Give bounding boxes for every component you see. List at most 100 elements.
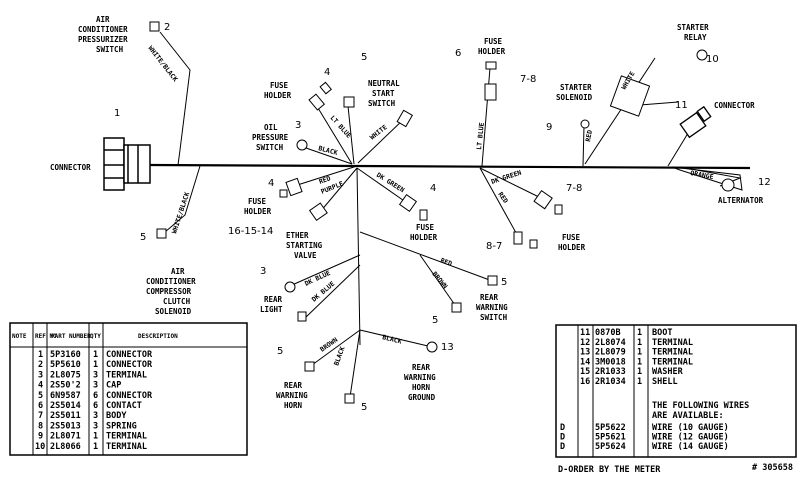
svg-text:WARNING: WARNING [276, 391, 308, 400]
svg-text:FUSE: FUSE [416, 223, 435, 232]
svg-text:5: 5 [432, 315, 438, 326]
svg-text:PRESSURIZER: PRESSURIZER [78, 35, 128, 44]
parts-table-left-headers: NOTE REF NO PART NUMBER QTY DESCRIPTION [12, 333, 178, 340]
svg-text:AIR: AIR [171, 267, 185, 276]
parts-table-left [9, 322, 248, 456]
svg-text:12: 12 [758, 177, 771, 188]
table-cell-part: 0870B [595, 328, 621, 338]
table-cell-note: D [560, 433, 565, 443]
svg-text:REAR: REAR [412, 363, 431, 372]
svg-text:SWITCH: SWITCH [368, 99, 396, 108]
svg-text:5: 5 [140, 232, 146, 243]
svg-text:3: 3 [295, 120, 301, 131]
svg-text:REAR: REAR [480, 293, 499, 302]
svg-text:ARE AVAILABLE:: ARE AVAILABLE: [652, 411, 724, 421]
svg-text:SWITCH: SWITCH [96, 45, 124, 54]
fuse-holder-oil-shape [308, 81, 332, 111]
table-cell-desc: WASHER [652, 367, 684, 377]
alternator-shape [721, 178, 735, 192]
connector-11-shape [679, 105, 712, 139]
wire-dk-green-right: DK GREEN [490, 169, 522, 186]
svg-text:SOLENOID: SOLENOID [556, 93, 593, 102]
table-cell-desc: TERMINAL [652, 338, 693, 348]
fuse-holder-mid-shape [398, 193, 428, 221]
table-cell-desc: TERMINAL [652, 357, 693, 367]
wire-orange: ORANGE [690, 169, 715, 181]
table-cell-ref: 14 [580, 357, 590, 367]
neutral-switch-right-shape [396, 109, 414, 128]
table-cell-part: 5P3160 [50, 350, 81, 360]
ether-starting-valve-label: ETHER STARTING VALVE 16-15-14 [228, 226, 323, 260]
svg-text:CONNECTOR: CONNECTOR [714, 101, 755, 110]
drawing-number: # 305658 [752, 463, 793, 473]
svg-text:5: 5 [361, 52, 367, 63]
rear-light-shape [284, 281, 296, 293]
svg-text:STARTER: STARTER [560, 83, 592, 92]
table-cell-qty: 6 [93, 391, 98, 401]
table-cell-ref: 5 [38, 391, 43, 401]
svg-text:COMPRESSOR: COMPRESSOR [146, 287, 192, 296]
table-cell-qty: 3 [93, 370, 98, 380]
table-cell-desc: CONTACT [106, 401, 142, 411]
wire-black-mid: BLACK [317, 144, 338, 157]
svg-text:RELAY: RELAY [684, 33, 707, 42]
table-cell-qty: 1 [637, 367, 642, 377]
fuse-holder-oil-label: FUSE HOLDER 4 [264, 67, 330, 100]
table-cell-qty: 3 [93, 421, 98, 431]
alternator-label: ALTERNATOR 12 [718, 177, 771, 205]
table-cell-ref: 13 [580, 348, 590, 358]
svg-text:10: 10 [706, 54, 719, 65]
svg-text:ETHER: ETHER [286, 231, 309, 240]
table-cell-part: 2R1033 [595, 367, 626, 377]
wire-red-right: RED [496, 191, 509, 205]
svg-text:LIGHT: LIGHT [260, 305, 283, 314]
svg-text:FUSE: FUSE [484, 37, 503, 46]
table-cell-ref: 2 [38, 360, 43, 370]
svg-text:6: 6 [455, 48, 461, 59]
table-cell-ref: 3 [38, 370, 43, 380]
svg-text:CLUTCH: CLUTCH [163, 297, 191, 306]
table-cell-part: 2L8071 [50, 432, 81, 442]
wire-lt-blue-top: LT BLUE [475, 122, 486, 150]
table-cell-part: 2S5014 [50, 401, 81, 411]
svg-text:FUSE: FUSE [270, 81, 289, 90]
connector-1-shape [103, 137, 151, 191]
harness-lines [149, 31, 751, 398]
wire-white-black-bottom: WHITE/BLACK [170, 191, 191, 234]
table-cell-desc: TERMINAL [652, 348, 693, 358]
svg-text:PART NUMBER: PART NUMBER [51, 333, 91, 340]
orange-wire-bundle [671, 166, 743, 191]
svg-text:5: 5 [277, 346, 283, 357]
table-cell-desc: TERMINAL [106, 442, 147, 452]
svg-text:4: 4 [430, 183, 436, 194]
table-cell-qty: 1 [637, 338, 642, 348]
svg-text:OIL: OIL [264, 123, 278, 132]
svg-text:8-7: 8-7 [486, 241, 502, 252]
svg-text:2: 2 [164, 22, 170, 33]
table-cell-desc: WIRE (14 GAUGE) [652, 442, 729, 452]
svg-text:PRESSURE: PRESSURE [252, 133, 289, 142]
table-cell-desc: SPRING [106, 421, 137, 431]
svg-text:SWITCH: SWITCH [480, 313, 508, 322]
svg-text:THE FOLLOWING WIRES: THE FOLLOWING WIRES [652, 401, 749, 411]
table-cell-desc: CONNECTOR [106, 391, 153, 401]
svg-text:5: 5 [361, 402, 367, 413]
table-cell-part: 3M0018 [595, 357, 626, 367]
starter-relay-label: STARTER RELAY 10 [677, 23, 719, 65]
table-cell-note: D [560, 442, 565, 452]
svg-text:REAR: REAR [264, 295, 283, 304]
table-cell-part: 2L8074 [595, 338, 626, 348]
svg-text:16-15-14: 16-15-14 [228, 226, 273, 237]
wire-white-mid: WHITE [368, 123, 388, 141]
rear-warning-horn-label: REAR WARNING HORN 5 5 [276, 346, 367, 413]
svg-text:CONDITIONER: CONDITIONER [78, 25, 128, 34]
fuse-holder-top-shape [484, 61, 497, 101]
svg-text:REAR: REAR [284, 381, 303, 390]
svg-text:HORN: HORN [412, 383, 431, 392]
oil-pressure-switch-label: OIL PRESSURE SWITCH 3 [252, 120, 301, 152]
svg-text:7-8: 7-8 [520, 74, 536, 85]
rear-warning-switch-conn-shape [451, 302, 462, 313]
wire-red-lower: RED [439, 256, 453, 268]
